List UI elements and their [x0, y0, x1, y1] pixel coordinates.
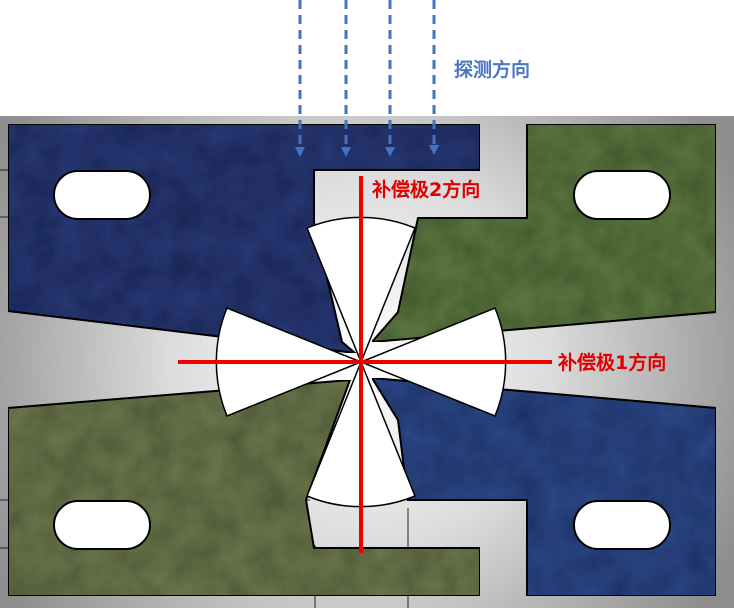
- probe-direction-label: 探测方向: [454, 58, 530, 81]
- probe-arrows: [295, 0, 439, 157]
- slot-hole-top-left: [53, 170, 151, 220]
- slot-hole-top-right: [573, 170, 671, 220]
- slot-holes: [53, 170, 671, 550]
- compensation-axes: [178, 176, 552, 553]
- compensation-pole-1-direction-label: 补偿极1方向: [558, 351, 666, 374]
- slot-hole-bottom-right: [573, 500, 671, 550]
- compensation-pole-2-direction-label: 补偿极2方向: [372, 178, 480, 201]
- slot-hole-bottom-left: [53, 500, 151, 550]
